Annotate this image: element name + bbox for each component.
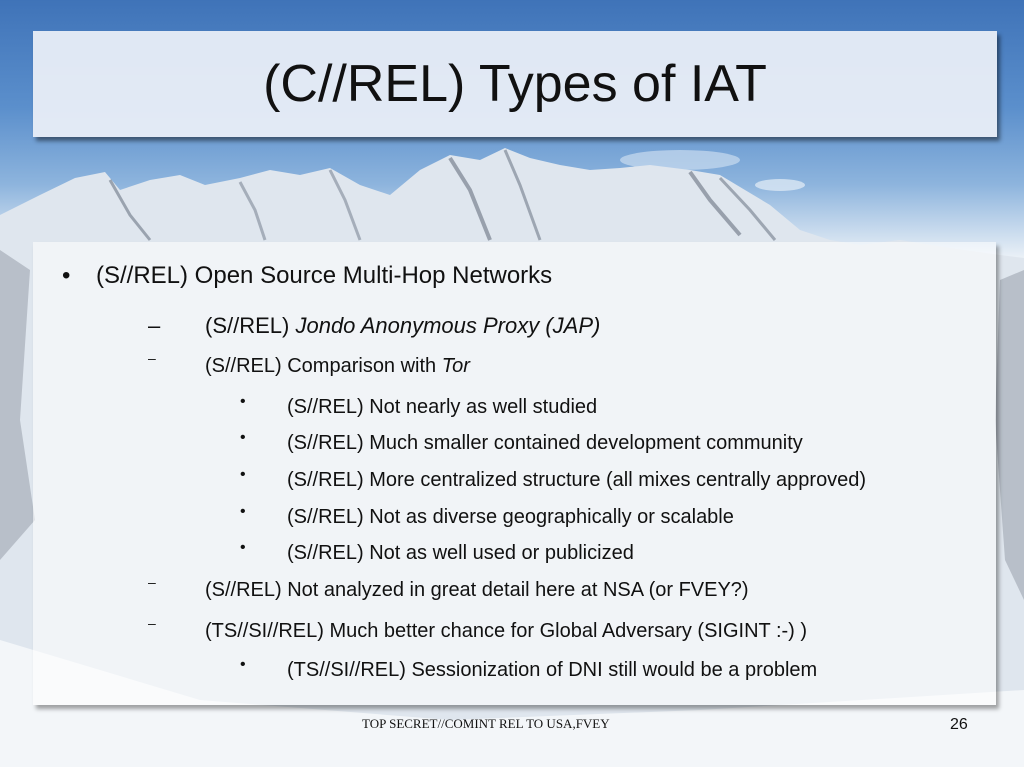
point-not-well-used: (S//REL) Not as well used or publicized [287, 542, 634, 564]
subbullet-jap: (S//REL) Jondo Anonymous Proxy (JAP) [205, 313, 600, 339]
dash-marker: – [148, 615, 156, 631]
point-not-well-studied: (S//REL) Not nearly as well studied [287, 396, 598, 418]
dash-marker: – [148, 574, 156, 590]
point-sessionization: (TS//SI//REL) Sessionization of DNI stil… [287, 659, 818, 681]
title-box: (C//REL) Types of IAT [33, 31, 997, 137]
subbullet-comparison-emphasis: Tor [441, 355, 470, 377]
subbullet-comparison-prefix: (S//REL) Comparison with [205, 355, 442, 377]
bullet-marker: • [240, 503, 246, 520]
bullet-marker: • [240, 429, 246, 446]
slide-title: (C//REL) Types of IAT [263, 55, 767, 113]
subbullet-jap-prefix: (S//REL) [205, 313, 296, 338]
point-smaller-community: (S//REL) Much smaller contained developm… [287, 432, 803, 454]
bullet-marker: • [240, 656, 246, 673]
dash-marker: – [148, 313, 161, 338]
point-centralized-structure: (S//REL) More centralized structure (all… [287, 469, 867, 491]
classification-footer: TOP SECRET//COMINT REL TO USA,FVEY [362, 716, 610, 731]
subbullet-not-analyzed: (S//REL) Not analyzed in great detail he… [205, 579, 749, 601]
page-number: 26 [950, 716, 968, 733]
point-not-diverse: (S//REL) Not as diverse geographically o… [287, 506, 734, 528]
content-box [33, 242, 996, 705]
bullet-marker: • [240, 393, 246, 410]
bullet-marker: • [240, 539, 246, 556]
subbullet-comparison-tor: (S//REL) Comparison with Tor [205, 355, 470, 378]
bullet-marker: • [240, 466, 246, 483]
bullet-open-source-networks: (S//REL) Open Source Multi-Hop Networks [96, 262, 553, 289]
bullet-marker: • [62, 262, 71, 289]
subbullet-global-adversary: (TS//SI//REL) Much better chance for Glo… [205, 620, 808, 642]
subbullet-jap-emphasis: Jondo Anonymous Proxy (JAP) [295, 313, 601, 338]
dash-marker: – [148, 350, 156, 366]
